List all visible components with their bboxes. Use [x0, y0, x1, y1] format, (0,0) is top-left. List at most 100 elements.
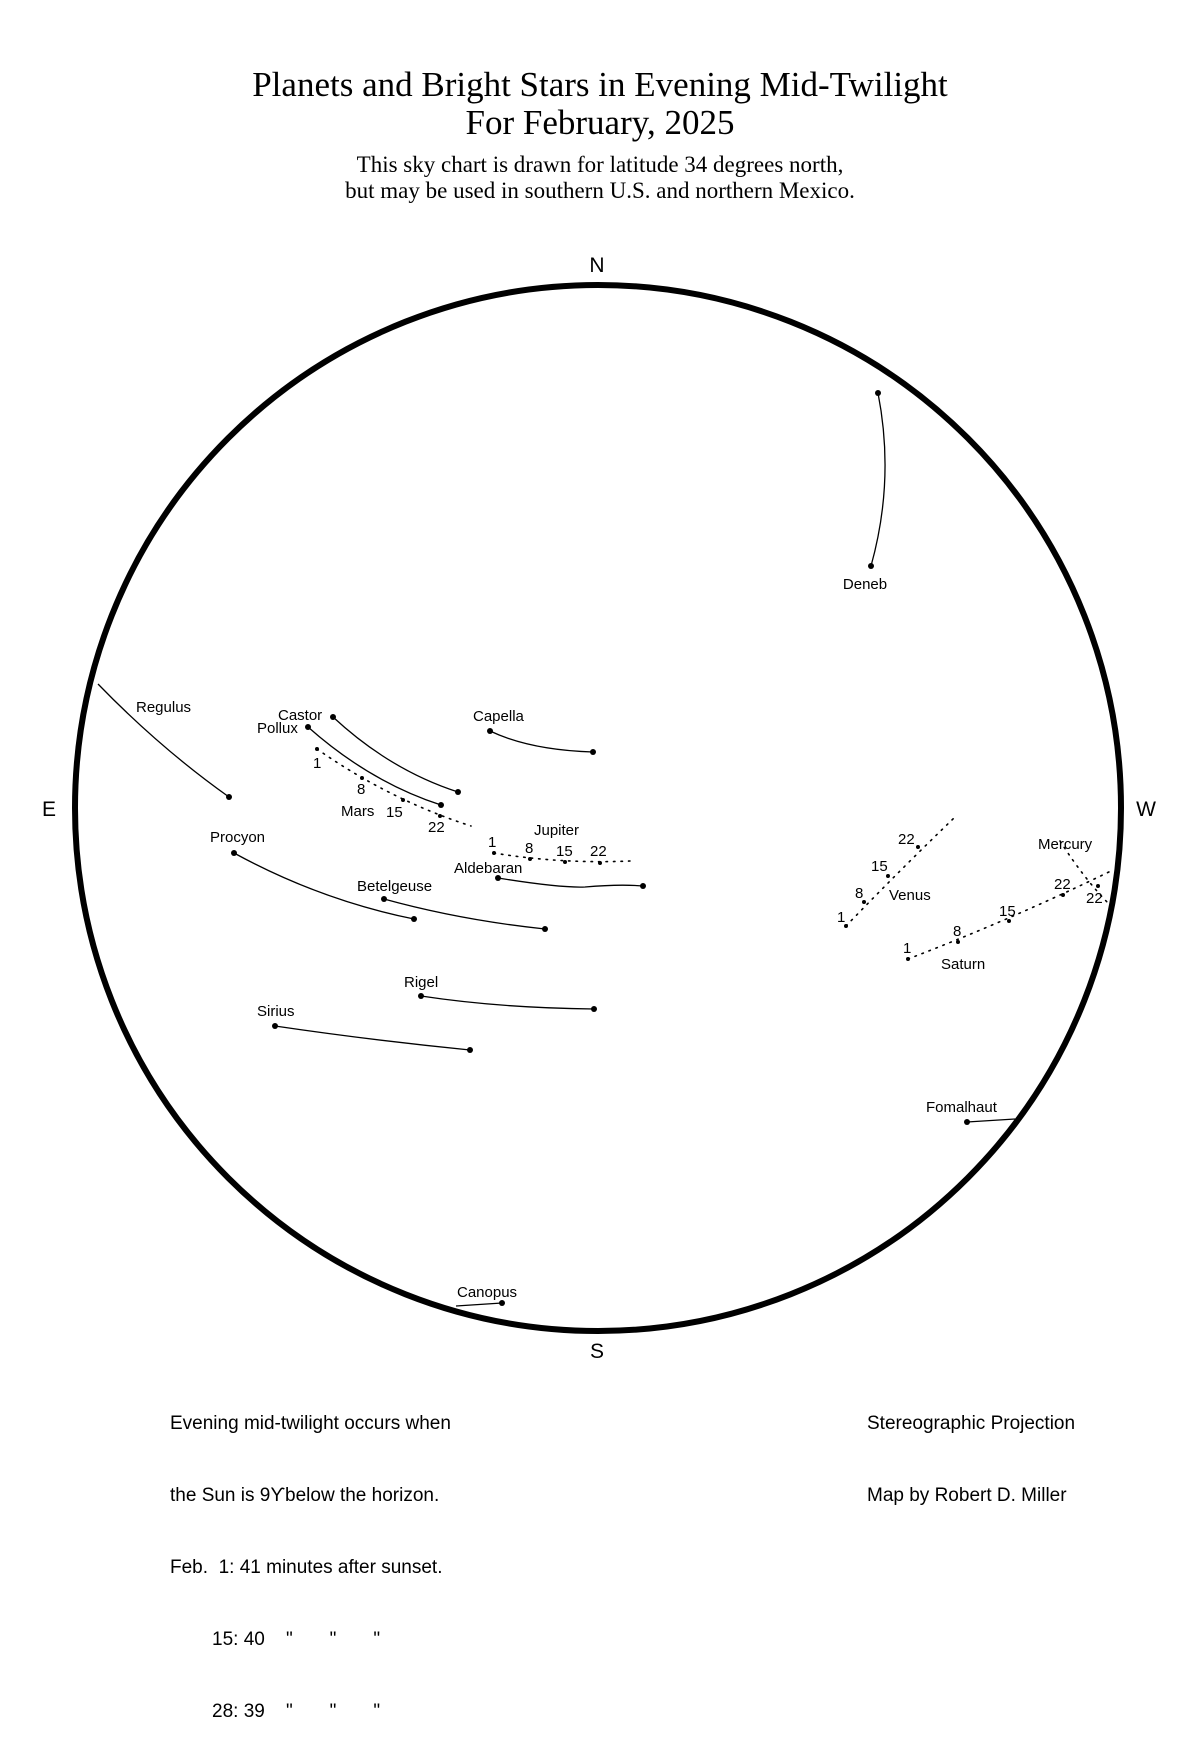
procyon-dot: [231, 850, 237, 856]
mars-dot-1: [315, 747, 319, 751]
mars-date-1: 1: [313, 755, 321, 772]
planet-dots: [315, 747, 1100, 961]
venus-dot-8: [862, 900, 866, 904]
rigel-dot: [418, 993, 424, 999]
venus-track: [845, 817, 955, 927]
chart-subtitle-line1: This sky chart is drawn for latitude 34 …: [356, 152, 844, 177]
label-mercury: Mercury: [1038, 836, 1093, 853]
compass-south: S: [590, 1340, 604, 1363]
jupiter-date-8: 8: [525, 840, 533, 857]
capella-dot-end: [590, 749, 596, 755]
label-pollux: Pollux: [257, 720, 298, 737]
label-castor: Castor: [278, 707, 322, 724]
jupiter-dot-22: [598, 861, 602, 865]
twilight-note-line2: the Sun is 9ϒbelow the horizon.: [170, 1485, 440, 1506]
label-venus: Venus: [889, 887, 931, 904]
saturn-dot-15: [1007, 919, 1011, 923]
sirius-track: [274, 1025, 471, 1051]
label-canopus: Canopus: [457, 1284, 517, 1301]
sirius-dot: [272, 1023, 278, 1029]
venus-date-8: 8: [855, 885, 863, 902]
label-mars: Mars: [341, 803, 374, 820]
venus-dot-15: [886, 874, 890, 878]
capella-track: [489, 730, 594, 753]
twilight-notes: Evening mid-twilight occurs when the Sun…: [170, 1364, 451, 1748]
mars-date-15: 15: [386, 804, 403, 821]
saturn-date-22: 22: [1054, 876, 1071, 893]
betelgeuse-dot-end: [542, 926, 548, 932]
regulus-dot: [226, 794, 232, 800]
aldebaran-track: [497, 877, 644, 888]
chart-subtitle-line2: but may be used in southern U.S. and nor…: [345, 178, 855, 203]
compass-west: W: [1136, 798, 1156, 821]
pollux-dot: [305, 724, 311, 730]
venus-date-15: 15: [871, 858, 888, 875]
jupiter-dot-1: [492, 851, 496, 855]
saturn-dot-1: [906, 957, 910, 961]
castor-dot-end: [455, 789, 461, 795]
venus-date-22: 22: [898, 831, 915, 848]
canopus-track: [455, 1302, 503, 1307]
mercury-dot-22: [1096, 884, 1100, 888]
capella-dot: [487, 728, 493, 734]
aldebaran-dot-end: [640, 883, 646, 889]
sirius-dot-end: [467, 1047, 473, 1053]
jupiter-dot-15: [563, 860, 567, 864]
twilight-note-line3: Feb. 1: 41 minutes after sunset.: [170, 1557, 443, 1578]
procyon-dot-end: [411, 916, 417, 922]
twilight-note-line1: Evening mid-twilight occurs when: [170, 1413, 451, 1434]
fomalhaut-dot: [964, 1119, 970, 1125]
mars-dot-8: [360, 776, 364, 780]
saturn-dot-22: [1061, 893, 1065, 897]
jupiter-date-15: 15: [556, 843, 573, 860]
rigel-track: [420, 995, 595, 1010]
sky-map: N S E W: [42, 254, 1156, 1363]
jupiter-date-1: 1: [488, 834, 496, 851]
label-sirius: Sirius: [257, 1003, 295, 1020]
rigel-dot-end: [591, 1006, 597, 1012]
star-dots: [226, 390, 970, 1306]
betelgeuse-dot: [381, 896, 387, 902]
label-aldebaran: Aldebaran: [454, 860, 522, 877]
label-betelgeuse: Betelgeuse: [357, 878, 432, 895]
twilight-note-line4: 15: 40 " " ": [212, 1629, 381, 1650]
twilight-note-line5: 28: 39 " " ": [212, 1701, 381, 1722]
label-capella: Capella: [473, 708, 525, 725]
castor-dot: [330, 714, 336, 720]
saturn-date-1: 1: [903, 940, 911, 957]
procyon-track: [233, 852, 415, 920]
saturn-date-15: 15: [999, 903, 1016, 920]
saturn-dot-8: [956, 940, 960, 944]
label-deneb: Deneb: [843, 576, 887, 593]
castor-track: [332, 716, 459, 793]
compass-north: N: [589, 254, 604, 277]
betelgeuse-track: [383, 898, 546, 930]
jupiter-track: [493, 852, 631, 863]
mercury-date-22: 22: [1086, 890, 1103, 907]
pollux-track: [307, 726, 442, 806]
mars-dot-15: [401, 798, 405, 802]
label-regulus: Regulus: [136, 699, 191, 716]
author-credit: Map by Robert D. Miller: [867, 1485, 1067, 1506]
chart-title-month: For February, 2025: [465, 103, 735, 142]
label-procyon: Procyon: [210, 829, 265, 846]
venus-date-1: 1: [837, 909, 845, 926]
horizon-circle: [72, 282, 1124, 1334]
projection-note: Stereographic Projection: [867, 1413, 1076, 1434]
deneb-track: [870, 392, 886, 567]
venus-dot-1: [844, 924, 848, 928]
saturn-date-8: 8: [953, 923, 961, 940]
venus-dot-22: [916, 845, 920, 849]
regulus-track: [97, 683, 230, 798]
label-fomalhaut: Fomalhaut: [926, 1099, 998, 1116]
mercury-track: [1059, 840, 1111, 906]
mars-date-22: 22: [428, 819, 445, 836]
planet-tracks: [316, 748, 1114, 960]
mars-dot-22: [438, 814, 442, 818]
mars-date-8: 8: [357, 781, 365, 798]
star-tracks: [97, 392, 1016, 1307]
aldebaran-dot: [495, 875, 501, 881]
jupiter-dot-8: [528, 857, 532, 861]
label-jupiter: Jupiter: [534, 822, 579, 839]
fomalhaut-track: [966, 1118, 1016, 1123]
